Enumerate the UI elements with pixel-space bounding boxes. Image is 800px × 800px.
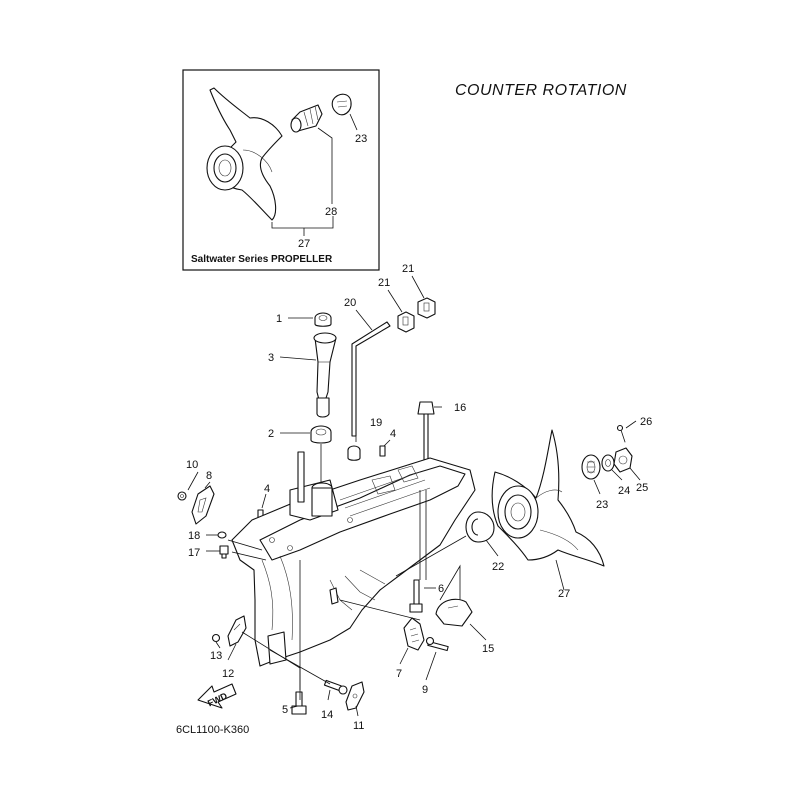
drawing-code: 6CL1100-K360 [176,724,249,736]
callout-26: 26 [640,416,652,428]
callout-17: 17 [188,547,200,559]
lower-case-housing [231,451,476,667]
callout-21a: 21 [378,277,390,289]
part-10-bolt [177,491,187,501]
part-20-shift-rod [351,321,391,437]
part-19-grommet [347,445,361,461]
part-16-bolt [417,401,435,489]
part-24-washer [601,454,615,472]
part-13-bolt [211,633,221,643]
callout-19: 19 [370,417,382,429]
inset-callout-28: 28 [325,206,337,218]
part-1-seal [314,312,332,327]
part-4-dowel-a [379,445,386,457]
callout-7: 7 [396,668,402,680]
diagram-title: COUNTER ROTATION [455,82,627,99]
callout-9: 9 [422,684,428,696]
callout-10: 10 [186,459,198,471]
callout-25: 25 [636,482,648,494]
part-11-anode [345,681,365,711]
callout-20: 20 [344,297,356,309]
part-18-washer [217,531,227,539]
callout-18: 18 [188,530,200,542]
callout-16: 16 [454,402,466,414]
part-3-water-tube [313,332,337,418]
callout-14: 14 [321,709,333,721]
callout-8: 8 [206,470,212,482]
part-21-bush-a [397,311,415,333]
inset-caption: Saltwater Series PROPELLER [191,254,333,265]
fwd-arrow-icon: FWD [197,683,237,709]
part-2-grommet [310,425,332,444]
callout-13: 13 [210,650,222,662]
part-5-bolt [291,691,307,715]
callout-3: 3 [268,352,274,364]
inset-callout-27: 27 [298,238,310,250]
inset-washer [331,93,352,116]
part-25-nut [613,447,633,473]
part-27-propeller [491,429,605,567]
inset-propeller [206,87,283,221]
callout-24: 24 [618,485,630,497]
part-23-washer [581,454,601,480]
callout-4-left: 4 [264,483,270,495]
callout-12: 12 [222,668,234,680]
part-21-bush-b [417,297,436,319]
callout-11: 11 [353,720,364,732]
part-26-cotter-pin [616,424,626,443]
inset-box: 23 28 27 Saltwater Series PROPELLER [182,69,380,271]
callout-1: 1 [276,313,282,325]
callout-4-top: 4 [390,428,396,440]
callout-27: 27 [558,588,570,600]
part-15-trim-tab [435,598,473,627]
callout-15: 15 [482,643,494,655]
callout-23: 23 [596,499,608,511]
callout-22: 22 [492,561,504,573]
part-6-bolt [409,579,423,613]
part-17-plug [219,545,229,559]
callout-2: 2 [268,428,274,440]
callout-21b: 21 [402,263,414,275]
part-7-trim-tab [403,617,425,651]
leader-lines [187,275,641,717]
part-9-bolt [425,636,449,652]
part-22-spacer [465,511,495,543]
inset-spline-sleeve [290,104,323,133]
callout-5: 5 [282,704,288,716]
part-12-trim-anode [227,615,247,647]
inset-callout-23: 23 [355,133,367,145]
callout-6: 6 [438,583,444,595]
part-8-anode [191,485,215,525]
